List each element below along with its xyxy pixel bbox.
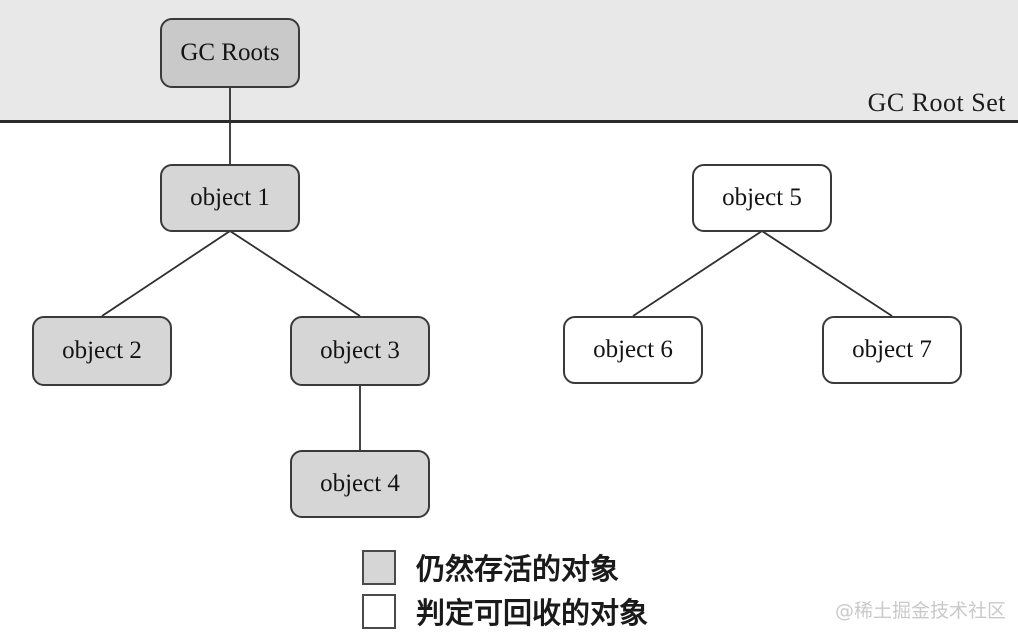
node-object-5: object 5 [692,164,832,232]
collectable-swatch-icon [362,593,396,629]
edge-object1-object3 [229,230,361,317]
edge-object5-object6 [632,230,763,317]
alive-swatch-icon [362,549,396,585]
gc-root-set-band [0,0,1018,123]
edge-object1-object2 [101,230,231,317]
node-object-1: object 1 [160,164,300,232]
gc-root-set-label: GC Root Set [867,88,1006,117]
legend-item-collectable: 判定可回收的对象 [362,592,648,630]
legend-label-collectable: 判定可回收的对象 [416,598,649,630]
legend-label-alive: 仍然存活的对象 [416,554,620,586]
edge-object5-object7 [761,230,893,317]
node-object-7: object 7 [822,316,962,384]
legend: 仍然存活的对象 判定可回收的对象 [362,548,648,636]
node-gc-roots: GC Roots [160,18,300,88]
node-object-3: object 3 [290,316,430,386]
node-object-6: object 6 [563,316,703,384]
legend-item-alive: 仍然存活的对象 [362,548,648,586]
node-object-2: object 2 [32,316,172,386]
node-object-4: object 4 [290,450,430,518]
watermark: @稀土掘金技术社区 [834,600,1006,622]
